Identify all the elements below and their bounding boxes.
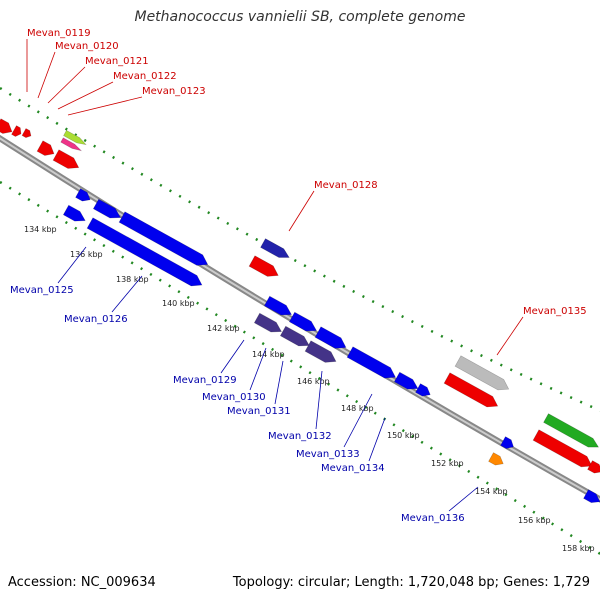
gene-arrow (415, 383, 431, 397)
gene-arrow (0, 118, 13, 134)
gene-label-forward[interactable]: Mevan_0123 (142, 86, 206, 97)
gene-arrow (263, 295, 292, 316)
tick-labels: 134 kbp 136 kbp 138 kbp 140 kbp 142 kbp 144 k… (24, 225, 595, 553)
label-leader-line (288, 190, 315, 232)
gene-arrow (500, 436, 514, 449)
gene-arrow (304, 340, 337, 363)
label-leader-line (57, 246, 87, 284)
gene-arrow (92, 198, 121, 219)
gene-arrow (260, 238, 290, 258)
label-leader-line (57, 81, 114, 110)
gene-features (0, 118, 600, 503)
gene-arrow (253, 312, 282, 333)
tick-label: 144 kbp (252, 350, 285, 359)
accession-text: Accession: NC_009634 (8, 575, 156, 590)
tick-label: 154 kbp (475, 487, 508, 496)
gene-label-reverse[interactable]: Mevan_0132 (268, 431, 332, 442)
gene-label-reverse[interactable]: Mevan_0133 (296, 449, 360, 460)
gene-label-forward[interactable]: Mevan_0122 (113, 71, 177, 82)
gene-label-reverse[interactable]: Mevan_0125 (10, 285, 74, 296)
tick-label: 134 kbp (24, 225, 57, 234)
gene-arrow (288, 311, 317, 332)
tick-label: 152 kbp (431, 459, 464, 468)
gene-arrow (62, 204, 86, 222)
map-title: Methanococcus vannielii SB, complete gen… (134, 9, 466, 25)
gene-arrow (454, 355, 510, 391)
label-leader-line (249, 347, 267, 391)
gene-arrow (279, 325, 310, 347)
gene-arrow (532, 429, 593, 468)
label-leader-line (315, 370, 323, 430)
gene-arrow (118, 211, 209, 266)
label-leader-line (37, 51, 56, 99)
gene-arrow (583, 489, 600, 503)
gene-arrow (393, 371, 419, 390)
gene-arrow (60, 137, 83, 152)
gene-labels: Mevan_0119Mevan_0120Mevan_0121Mevan_0122… (10, 28, 587, 524)
gene-label-forward[interactable]: Mevan_0128 (314, 180, 378, 191)
gene-arrow (21, 128, 32, 138)
gene-label-reverse[interactable]: Mevan_0126 (64, 314, 128, 325)
gene-label-reverse[interactable]: Mevan_0136 (401, 513, 465, 524)
label-leader-line (343, 393, 373, 448)
genome-summary-text: Topology: circular; Length: 1,720,048 bp… (232, 575, 590, 590)
tick-label: 136 kbp (70, 250, 103, 259)
gene-arrow (36, 140, 55, 156)
gene-arrow (543, 413, 600, 448)
tick-label: 150 kbp (387, 431, 420, 440)
tick-label: 138 kbp (116, 275, 149, 284)
label-leader-line (67, 96, 143, 116)
gene-label-forward[interactable]: Mevan_0120 (55, 41, 119, 52)
gene-arrow (488, 452, 504, 466)
gene-label-forward[interactable]: Mevan_0119 (27, 28, 91, 39)
gene-arrow (75, 188, 91, 202)
tick-label: 140 kbp (162, 299, 195, 308)
gene-arrow (63, 129, 87, 146)
gene-label-forward[interactable]: Mevan_0121 (85, 56, 149, 67)
tick-label: 148 kbp (341, 404, 374, 413)
gene-label-reverse[interactable]: Mevan_0129 (173, 375, 237, 386)
gene-label-reverse[interactable]: Mevan_0130 (202, 392, 266, 403)
gene-arrow (11, 125, 22, 137)
tick-label: 156 kbp (518, 516, 551, 525)
label-leader-line (496, 316, 524, 356)
gene-arrow (248, 255, 279, 277)
tick-label: 142 kbp (207, 324, 240, 333)
label-leader-line (448, 486, 479, 512)
tick-label: 146 kbp (297, 377, 330, 386)
gene-label-reverse[interactable]: Mevan_0131 (227, 406, 291, 417)
label-leader-line (274, 360, 284, 405)
upper-tick-ruler (0, 86, 600, 412)
gene-arrow (587, 460, 600, 474)
gene-arrow (346, 346, 396, 379)
gene-arrow (86, 217, 203, 287)
label-leader-line (368, 417, 386, 462)
gene-label-reverse[interactable]: Mevan_0134 (321, 463, 385, 474)
label-leader-line (47, 66, 86, 104)
tick-label: 158 kbp (562, 544, 595, 553)
label-leader-line (111, 275, 143, 313)
gene-label-forward[interactable]: Mevan_0135 (523, 306, 587, 317)
lower-tick-ruler (0, 180, 600, 556)
gene-arrow (443, 372, 499, 408)
label-leader-line (220, 339, 245, 374)
gene-arrow (52, 149, 80, 169)
gene-arrow (314, 326, 347, 349)
